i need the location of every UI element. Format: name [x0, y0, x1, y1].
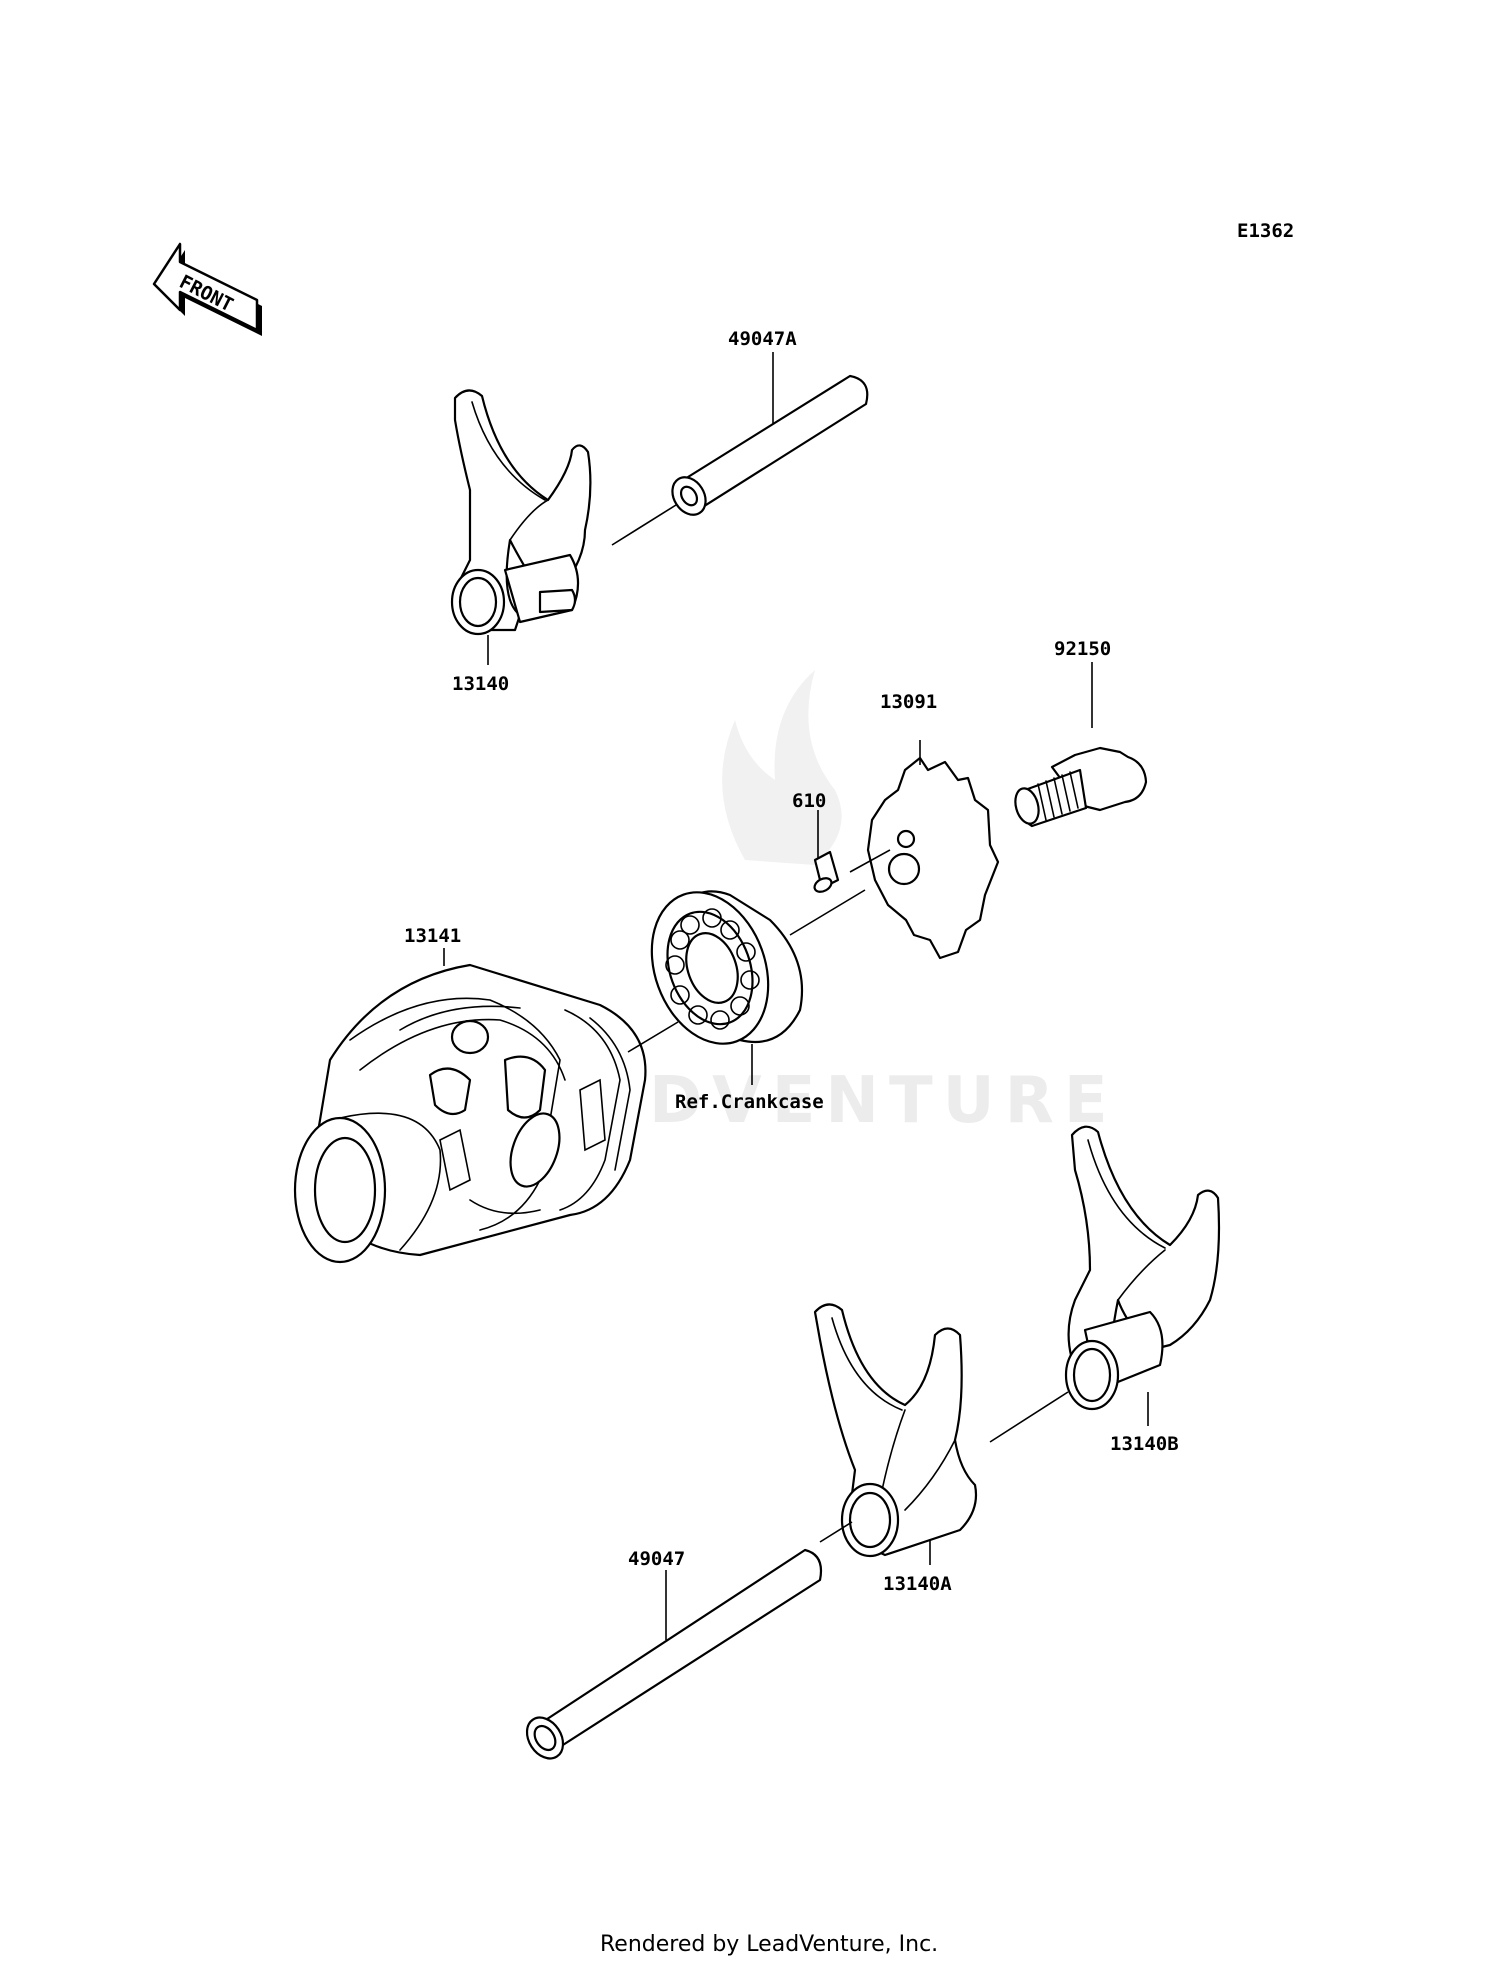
label-92150[interactable]: 92150 [1054, 638, 1111, 660]
label-13140A[interactable]: 13140A [883, 1573, 952, 1595]
label-ref-crankcase[interactable]: Ref.Crankcase [675, 1091, 824, 1113]
shaft-49047A [611, 352, 869, 546]
footer-credit: Rendered by LeadVenture, Inc. [600, 1932, 938, 1957]
label-610[interactable]: 610 [792, 790, 826, 812]
shift-fork-13140A [813, 1303, 978, 1565]
bearing-ref-crankcase [650, 889, 866, 1085]
shift-fork-13140 [450, 389, 592, 665]
pin-610 [813, 810, 891, 893]
label-13091[interactable]: 13091 [880, 691, 937, 713]
label-49047[interactable]: 49047 [628, 1548, 685, 1570]
star-cam-13091 [866, 740, 1000, 960]
shaft-49047 [525, 1521, 853, 1760]
label-13140B[interactable]: 13140B [1110, 1433, 1179, 1455]
shift-fork-13140B [989, 1125, 1221, 1443]
label-13140[interactable]: 13140 [452, 673, 509, 695]
bolt-92150 [1014, 662, 1148, 828]
front-arrow-icon: FRONT [152, 242, 262, 336]
diagram-code: E1362 [1237, 220, 1294, 242]
shift-drum-13141 [293, 948, 679, 1264]
label-49047A[interactable]: 49047A [728, 328, 797, 350]
label-13141[interactable]: 13141 [404, 925, 461, 947]
